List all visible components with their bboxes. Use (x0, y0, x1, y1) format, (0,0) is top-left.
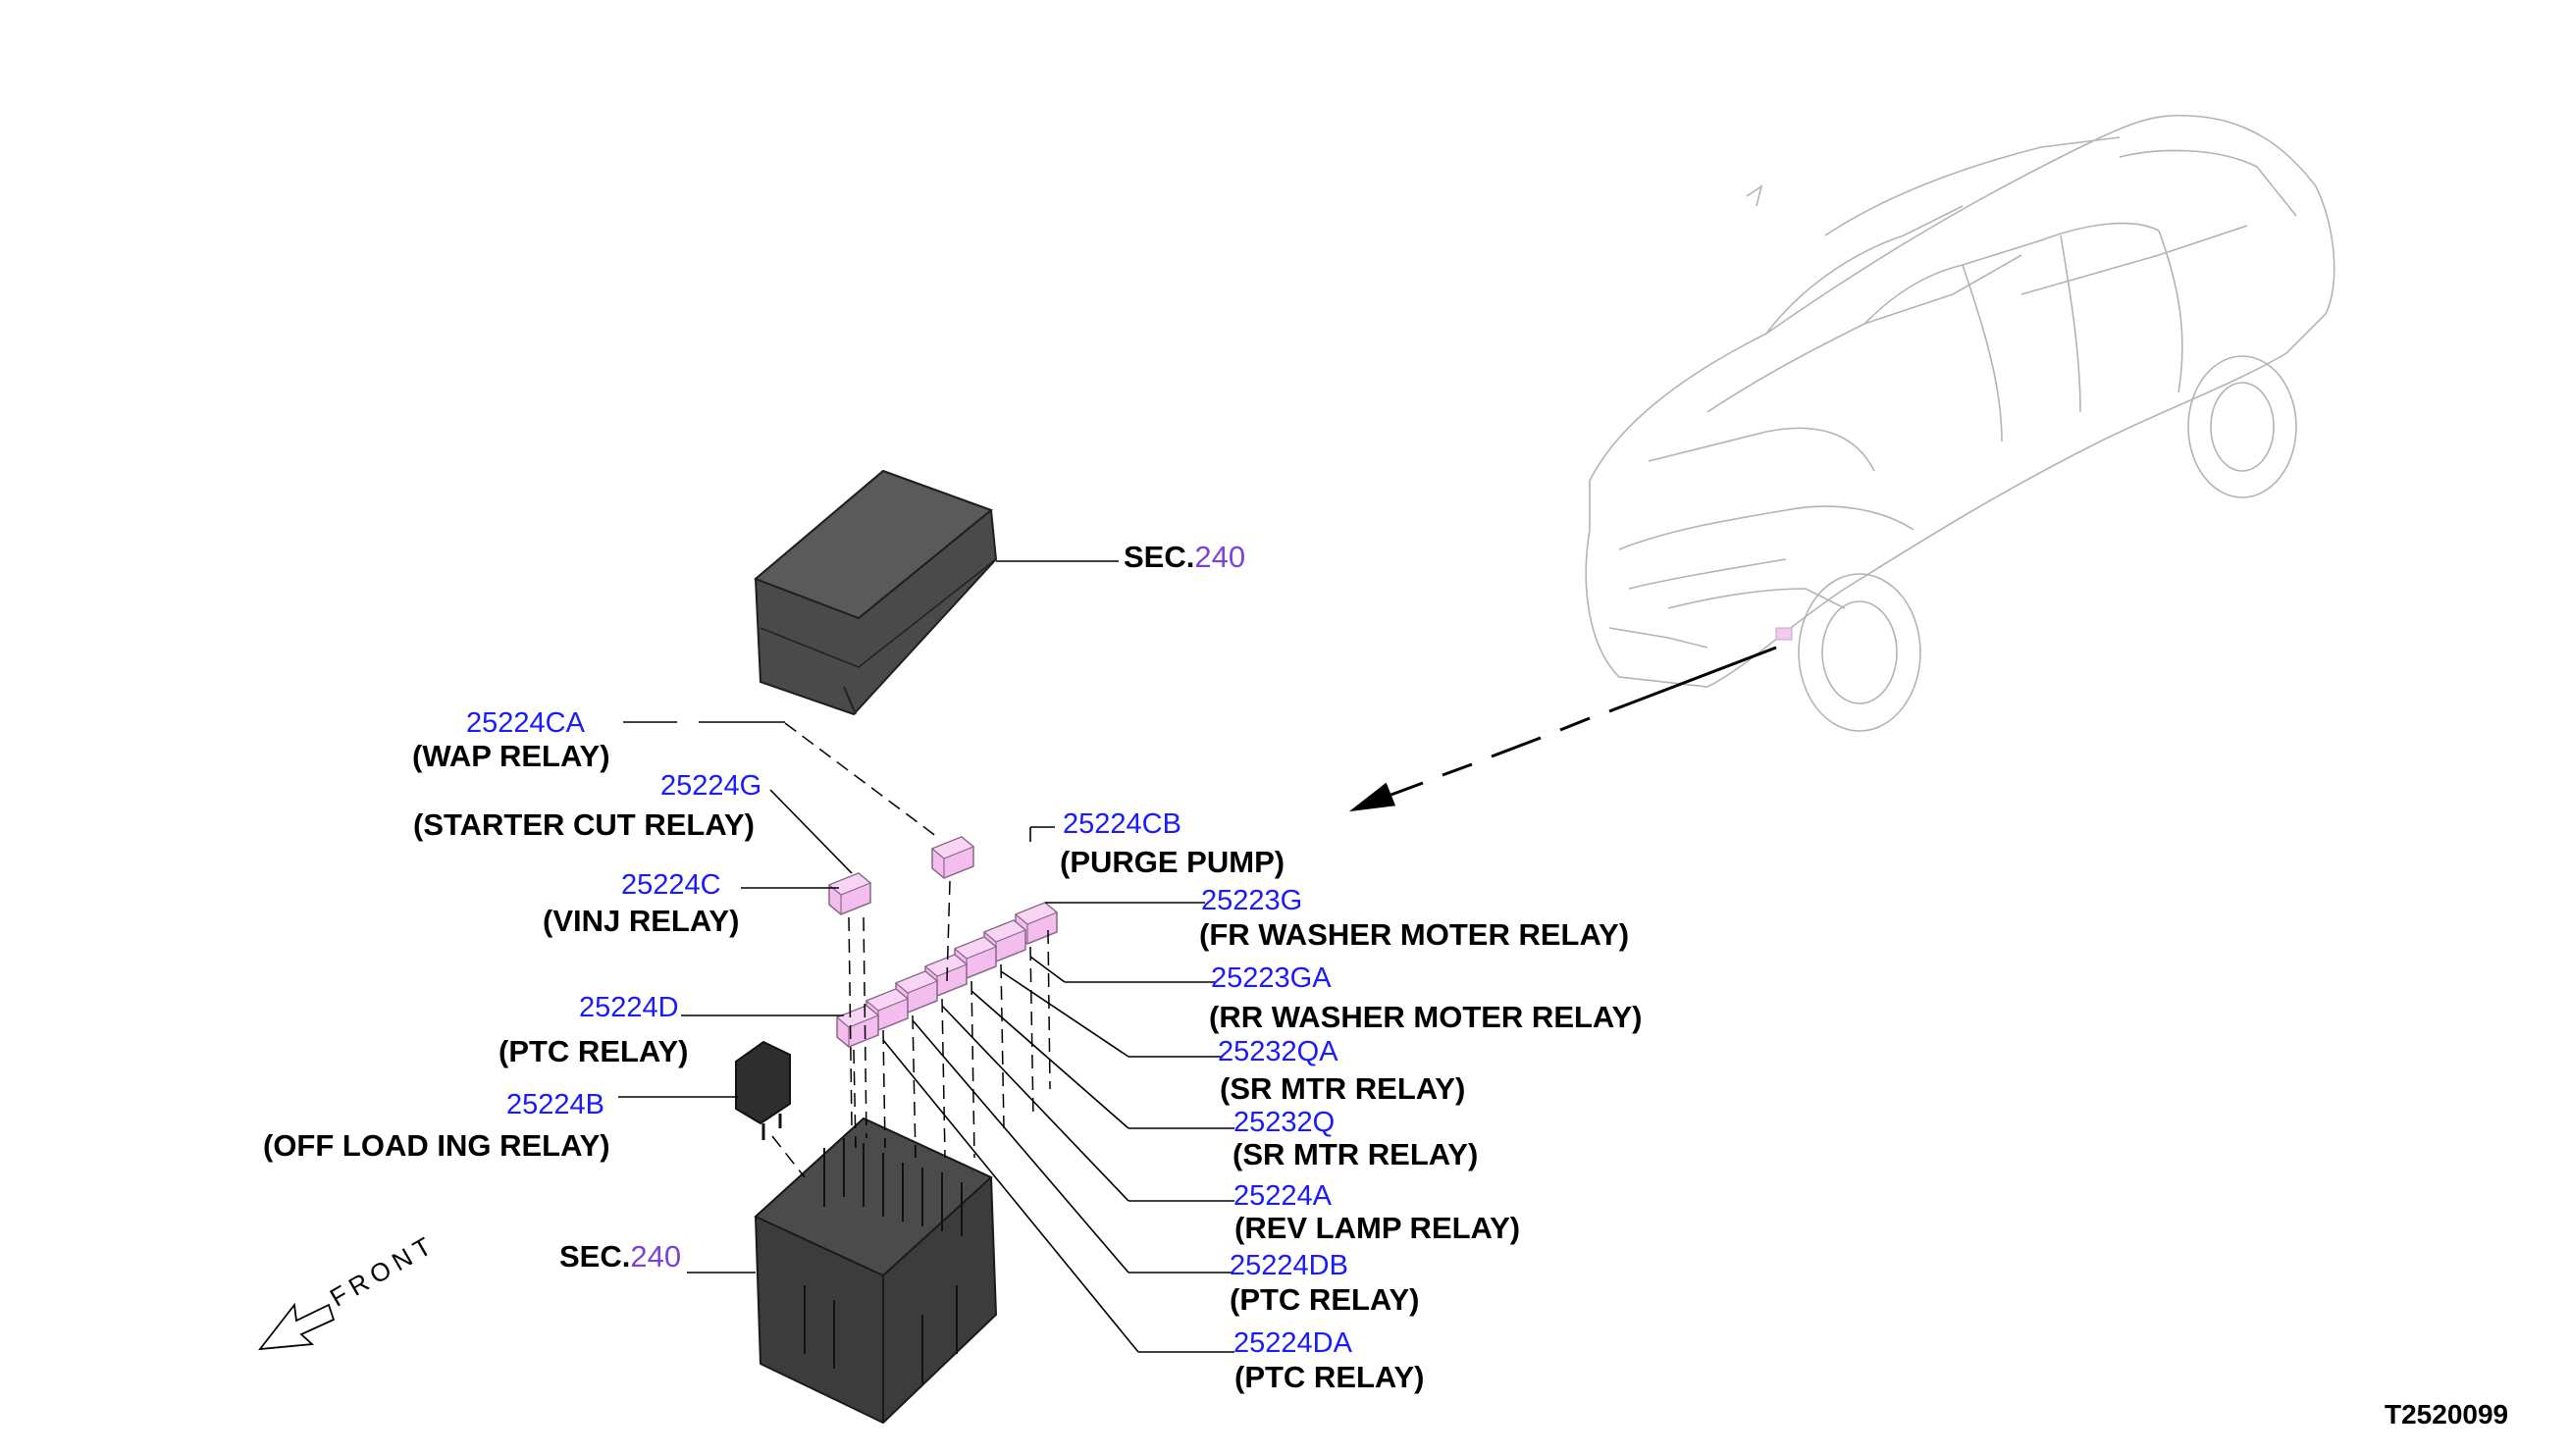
location-arrow (1348, 646, 1777, 812)
part-number-25223G[interactable]: 25223G (1201, 885, 1303, 916)
part-desc-wap-relay: (WAP RELAY) (412, 739, 610, 773)
part-number-25224CB[interactable]: 25224CB (1063, 808, 1181, 840)
part-desc-off-loading-relay: (OFF LOAD ING RELAY) (263, 1128, 610, 1163)
part-desc-ptc-relay-da: (PTC RELAY) (1234, 1360, 1425, 1394)
sec-prefix: SEC. (559, 1239, 631, 1274)
part-desc-fr-washer-moter-relay: (FR WASHER MOTER RELAY) (1199, 917, 1630, 952)
part-number-25224CA[interactable]: 25224CA (466, 707, 585, 739)
part-number-25224G[interactable]: 25224G (660, 770, 762, 802)
off-loading-relay (735, 1040, 791, 1140)
part-desc-rev-lamp-relay: (REV LAMP RELAY) (1234, 1211, 1521, 1245)
fuse-box-cover (754, 469, 998, 716)
part-number-25232Q[interactable]: 25232Q (1233, 1107, 1336, 1138)
part-desc-ptc-relay-d: (PTC RELAY) (498, 1034, 689, 1068)
part-number-25224B[interactable]: 25224B (506, 1089, 604, 1120)
part-desc-sr-mtr-relay-q: (SR MTR RELAY) (1233, 1137, 1479, 1171)
fuse-block-sec-label: SEC.240 (559, 1241, 681, 1272)
part-number-25232QA[interactable]: 25232QA (1218, 1036, 1338, 1067)
front-arrow-icon (258, 1302, 336, 1351)
part-number-25224DA[interactable]: 25224DA (1233, 1327, 1352, 1359)
part-desc-starter-cut-relay: (STARTER CUT RELAY) (413, 807, 755, 842)
part-desc-ptc-relay-db: (PTC RELAY) (1230, 1282, 1420, 1317)
sec-number[interactable]: 240 (1194, 540, 1246, 574)
part-desc-rr-washer-moter-relay: (RR WASHER MOTER RELAY) (1209, 1000, 1643, 1034)
installation-lines (771, 722, 1051, 1178)
fuse-block (754, 1117, 998, 1425)
part-desc-purge-pump: (PURGE PUMP) (1060, 845, 1285, 879)
sec-prefix: SEC. (1124, 540, 1195, 574)
part-number-25223GA[interactable]: 25223GA (1211, 962, 1332, 994)
cover-sec-label: SEC.240 (1124, 542, 1245, 572)
vehicle-illustration (1585, 114, 2335, 732)
sec-number[interactable]: 240 (630, 1239, 682, 1274)
diagram-code: T2520099 (2385, 1399, 2509, 1430)
part-desc-sr-mtr-relay-qa: (SR MTR RELAY) (1220, 1071, 1466, 1106)
part-number-25224D[interactable]: 25224D (579, 992, 679, 1023)
part-desc-vinj-relay: (VINJ RELAY) (543, 904, 740, 938)
leader-lines (618, 560, 1234, 1353)
part-number-25224A[interactable]: 25224A (1233, 1180, 1332, 1212)
part-number-25224C[interactable]: 25224C (621, 869, 721, 901)
part-number-25224DB[interactable]: 25224DB (1230, 1250, 1348, 1281)
